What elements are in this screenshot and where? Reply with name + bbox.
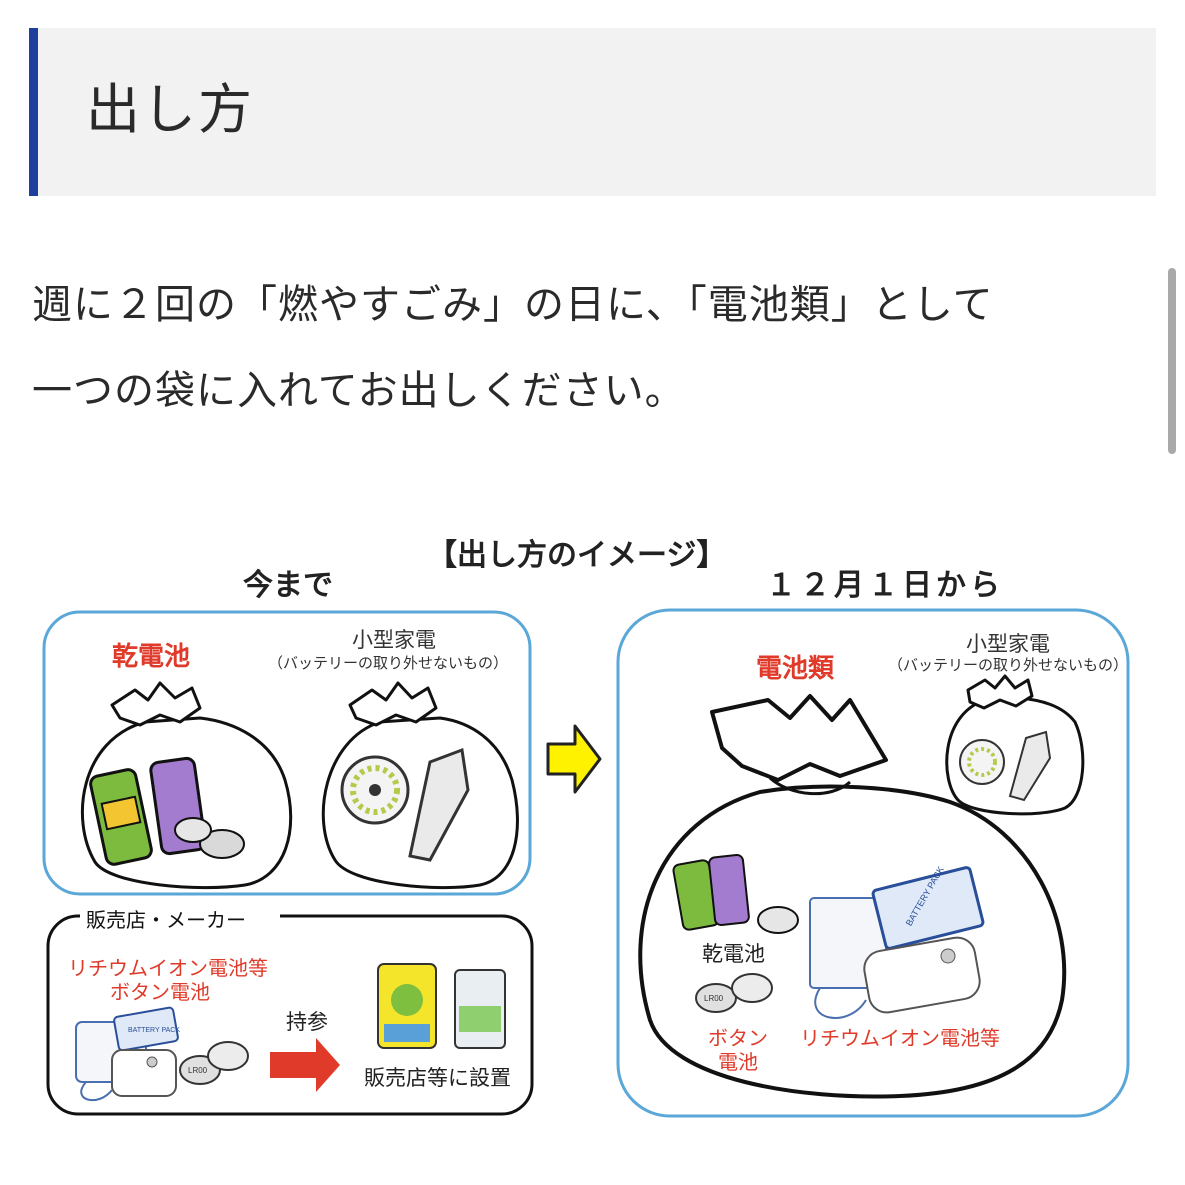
- store-installed-label: 販売店等に設置: [364, 1066, 511, 1090]
- before-small-appliance-note: （バッテリーの取り外せないもの）: [268, 654, 509, 672]
- instruction-line-2: 一つの袋に入れてお出しください。: [32, 368, 686, 414]
- before-label: 今まで: [243, 568, 333, 603]
- instruction-line-1: 週に２回の「燃やすごみ」の日に、「電池類」として: [32, 282, 994, 328]
- section-heading: 出し方: [29, 28, 1156, 196]
- after-label: １２月１日から: [766, 568, 1004, 603]
- after-small-appliance-note: （バッテリーの取り外せないもの）: [888, 656, 1129, 674]
- after-lithium-label: リチウムイオン電池等: [800, 1026, 1000, 1050]
- after-dry-battery-label: 乾電池: [702, 942, 765, 966]
- store-box: [46, 914, 534, 1116]
- before-small-appliance-label: 小型家電: [352, 628, 436, 652]
- after-button-label-1: ボタン: [708, 1026, 768, 1050]
- store-coin-text: LR00: [188, 1066, 208, 1075]
- before-box: [42, 610, 532, 896]
- battery-bag-icon: LR00 BATTERY PACK: [638, 694, 1067, 1099]
- bring-label: 持参: [286, 1010, 328, 1034]
- store-battery-pack-text: BATTERY PACK: [128, 1027, 180, 1034]
- lithium-battery-group-icon: BATTERY PACK LR00: [75, 1006, 249, 1101]
- collection-box-icon: [377, 963, 506, 1049]
- before-dry-battery-label: 乾電池: [112, 642, 191, 672]
- small-appliance-bag-icon: [321, 681, 519, 890]
- after-small-appliance-bag-icon: [945, 674, 1085, 816]
- scrollbar[interactable]: [1168, 268, 1176, 454]
- store-lithium-label: リチウムイオン電池等: [68, 956, 268, 980]
- dry-battery-bag-icon: [80, 681, 293, 890]
- store-button-label: ボタン電池: [110, 980, 210, 1004]
- after-coin-text: LR00: [704, 994, 724, 1003]
- after-button-label-2: 電池: [718, 1050, 758, 1074]
- right-arrow-icon: [546, 724, 602, 794]
- diagram-title: 【出し方のイメージ】: [427, 538, 727, 573]
- disposal-diagram: BATTERY PACK LR00: [0, 500, 1185, 1140]
- red-arrow-icon: [270, 1038, 340, 1092]
- diagram-graphics: BATTERY PACK LR00: [42, 608, 1130, 1118]
- after-small-appliance-label: 小型家電: [966, 632, 1050, 656]
- section-title: 出し方: [86, 78, 254, 141]
- after-batteries-label: 電池類: [756, 654, 835, 684]
- after-box: [616, 608, 1130, 1118]
- instruction-text: 週に２回の「燃やすごみ」の日に、「電池類」として 一つの袋に入れてお出しください…: [32, 262, 1152, 434]
- store-legend: 販売店・メーカー: [86, 908, 246, 932]
